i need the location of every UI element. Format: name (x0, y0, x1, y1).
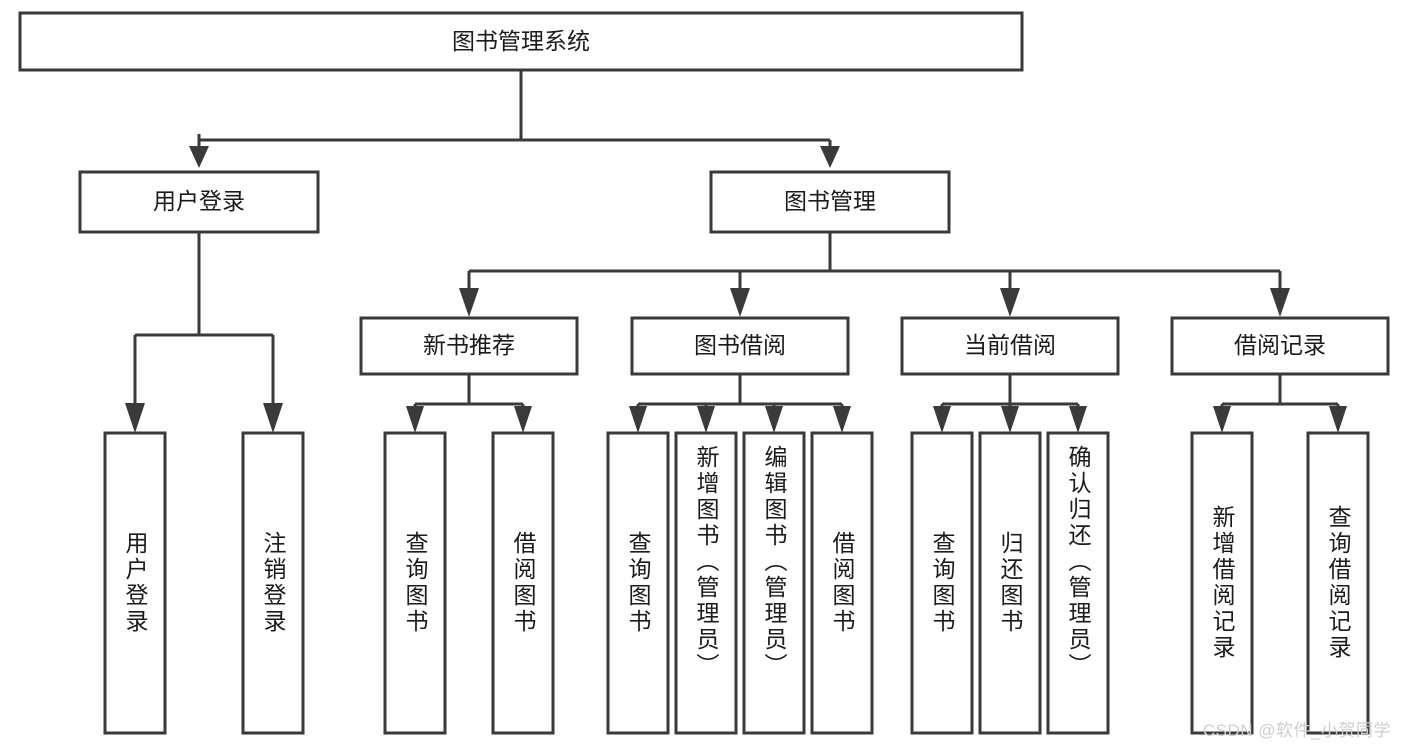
leaf-logout-box[interactable] (241, 431, 305, 735)
node-new-book-recommend-box[interactable] (359, 316, 579, 376)
leaf-add-borrow-record-box[interactable] (1190, 431, 1254, 735)
leaf-query-book-current[interactable] (910, 431, 974, 735)
arrow-to-leaf-add-book (697, 406, 715, 433)
edge-group-new-book-to-leaves (406, 374, 532, 433)
node-borrow-record-label: 借阅记录 (1234, 332, 1326, 358)
node-book-borrow[interactable]: 图书借阅 (630, 316, 850, 376)
node-new-book-recommend[interactable]: 新书推荐 (359, 316, 579, 376)
arrow-to-leaf-query-record (1329, 406, 1347, 433)
leaf-query-book-borrow-box[interactable] (606, 431, 670, 735)
leaf-borrow-book-borrow-box[interactable] (810, 431, 874, 735)
node-book-borrow-box[interactable] (630, 316, 850, 376)
leaf-query-book-current-box[interactable] (910, 431, 974, 735)
leaf-borrow-book-new[interactable] (491, 431, 555, 735)
arrow-to-leaf-add-record (1213, 406, 1231, 433)
leaf-query-borrow-record-box[interactable] (1306, 431, 1370, 735)
leaf-query-borrow-record[interactable] (1306, 431, 1370, 735)
node-book-management-label: 图书管理 (784, 188, 876, 214)
edge-group-user-login-to-leaves (125, 232, 283, 433)
arrow-to-book-mgmt (820, 146, 840, 168)
node-user-login[interactable]: 用户登录 (78, 170, 320, 234)
leaf-add-book-box[interactable] (674, 431, 738, 735)
leaf-logout[interactable] (241, 431, 305, 735)
leaf-edit-book[interactable] (742, 431, 806, 735)
edge-group-book-borrow-to-leaves (629, 374, 851, 433)
leaf-borrow-book-new-box[interactable] (491, 431, 555, 735)
arrow-to-leaf-query-book-1 (406, 406, 424, 433)
node-current-borrow-box[interactable] (900, 316, 1120, 376)
arrow-to-book-borrow (730, 288, 750, 317)
leaf-return-book[interactable] (978, 431, 1042, 735)
arrow-to-current-borrow (1000, 288, 1020, 317)
arrow-to-leaf-query-book-3 (933, 406, 951, 433)
node-book-management[interactable]: 图书管理 (709, 170, 951, 234)
node-root-box[interactable] (18, 11, 1024, 72)
arrow-to-leaf-logout (263, 403, 283, 433)
node-book-borrow-label: 图书借阅 (694, 332, 786, 358)
node-new-book-recommend-label: 新书推荐 (423, 332, 515, 358)
arrow-to-borrow-record (1270, 288, 1290, 317)
leaf-confirm-return[interactable] (1046, 431, 1110, 735)
arrow-to-leaf-query-book-2 (629, 406, 647, 433)
arrow-to-leaf-confirm-return (1069, 406, 1087, 433)
leaf-add-borrow-record[interactable] (1190, 431, 1254, 735)
arrow-to-new-book (459, 288, 479, 317)
leaf-user-login-box[interactable] (103, 431, 167, 735)
leaf-query-book-borrow[interactable] (606, 431, 670, 735)
leaf-query-book-new[interactable] (383, 431, 447, 735)
leaf-borrow-book-borrow[interactable] (810, 431, 874, 735)
arrow-to-leaf-borrow-book-2 (833, 406, 851, 433)
edge-group-borrow-record-to-leaves (1213, 374, 1347, 433)
edge-group-root-to-level2 (189, 70, 840, 168)
node-current-borrow-label: 当前借阅 (964, 332, 1056, 358)
edge-group-book-mgmt-to-level3 (459, 232, 1290, 317)
node-book-management-box[interactable] (709, 170, 951, 234)
leaf-return-book-box[interactable] (978, 431, 1042, 735)
arrow-to-leaf-edit-book (765, 406, 783, 433)
arrow-to-leaf-user-login (125, 403, 145, 433)
node-borrow-record-box[interactable] (1170, 316, 1390, 376)
node-current-borrow[interactable]: 当前借阅 (900, 316, 1120, 376)
arrow-to-user-login (189, 146, 209, 168)
node-user-login-box[interactable] (78, 170, 320, 234)
leaf-edit-book-box[interactable] (742, 431, 806, 735)
leaf-add-book[interactable] (674, 431, 738, 735)
node-root-label: 图书管理系统 (452, 28, 590, 54)
node-user-login-label: 用户登录 (153, 188, 245, 214)
leaf-query-book-new-box[interactable] (383, 431, 447, 735)
edge-group-current-borrow-to-leaves (933, 374, 1087, 433)
leaf-user-login[interactable] (103, 431, 167, 735)
node-root[interactable]: 图书管理系统 (18, 11, 1024, 72)
arrow-to-leaf-return-book (1001, 406, 1019, 433)
node-borrow-record[interactable]: 借阅记录 (1170, 316, 1390, 376)
leaf-confirm-return-box[interactable] (1046, 431, 1110, 735)
arrow-to-leaf-borrow-book-1 (514, 406, 532, 433)
